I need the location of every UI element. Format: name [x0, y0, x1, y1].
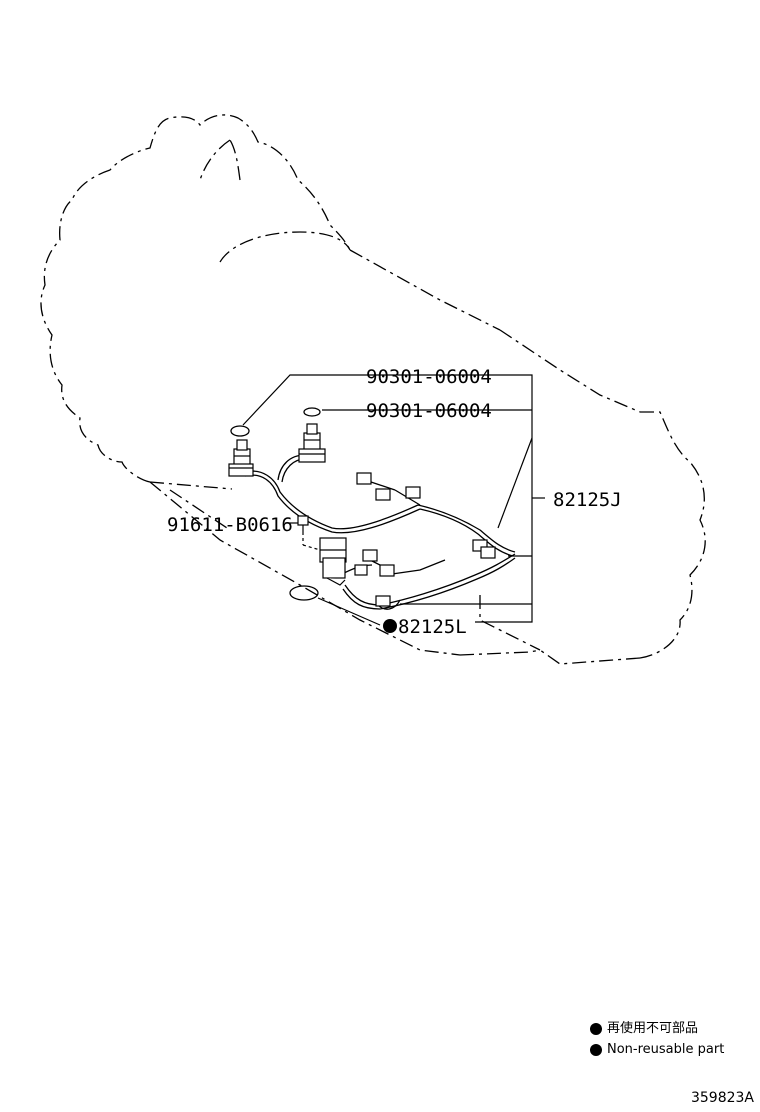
non-reusable-marker-icon: [383, 619, 397, 633]
callout-gasket-1: 90301-06004: [366, 366, 492, 388]
legend-text-ja: 再使用不可部品: [607, 1021, 699, 1036]
speed-sensor-left: [228, 439, 254, 477]
transmission-housing-outline: [40, 114, 706, 665]
bolt-part: [297, 515, 321, 551]
callout-wire-j: 82125J: [553, 489, 622, 511]
legend-row-ja: 再使用不可部品: [590, 1018, 724, 1039]
legend: 再使用不可部品 Non-reusable part: [590, 1018, 724, 1060]
speed-sensor-right: [298, 423, 326, 463]
o-ring: [289, 585, 319, 601]
gasket-ring-right: [303, 407, 321, 417]
callout-wire-l: 82125L: [398, 616, 467, 638]
gasket-ring-left: [230, 425, 250, 437]
legend-text-en: Non-reusable part: [607, 1042, 725, 1057]
harness-connectors: [354, 472, 496, 607]
figure-id: 359823A: [690, 1090, 754, 1106]
filled-circle-icon: [590, 1022, 602, 1035]
legend-row-en: Non-reusable part: [590, 1039, 724, 1060]
callout-gasket-2: 90301-06004: [366, 400, 492, 422]
harness-main-connector: [319, 537, 347, 586]
callout-bolt: 91611-B0616: [167, 514, 293, 536]
leader-lines: [242, 374, 545, 626]
filled-circle-icon: [590, 1043, 602, 1056]
